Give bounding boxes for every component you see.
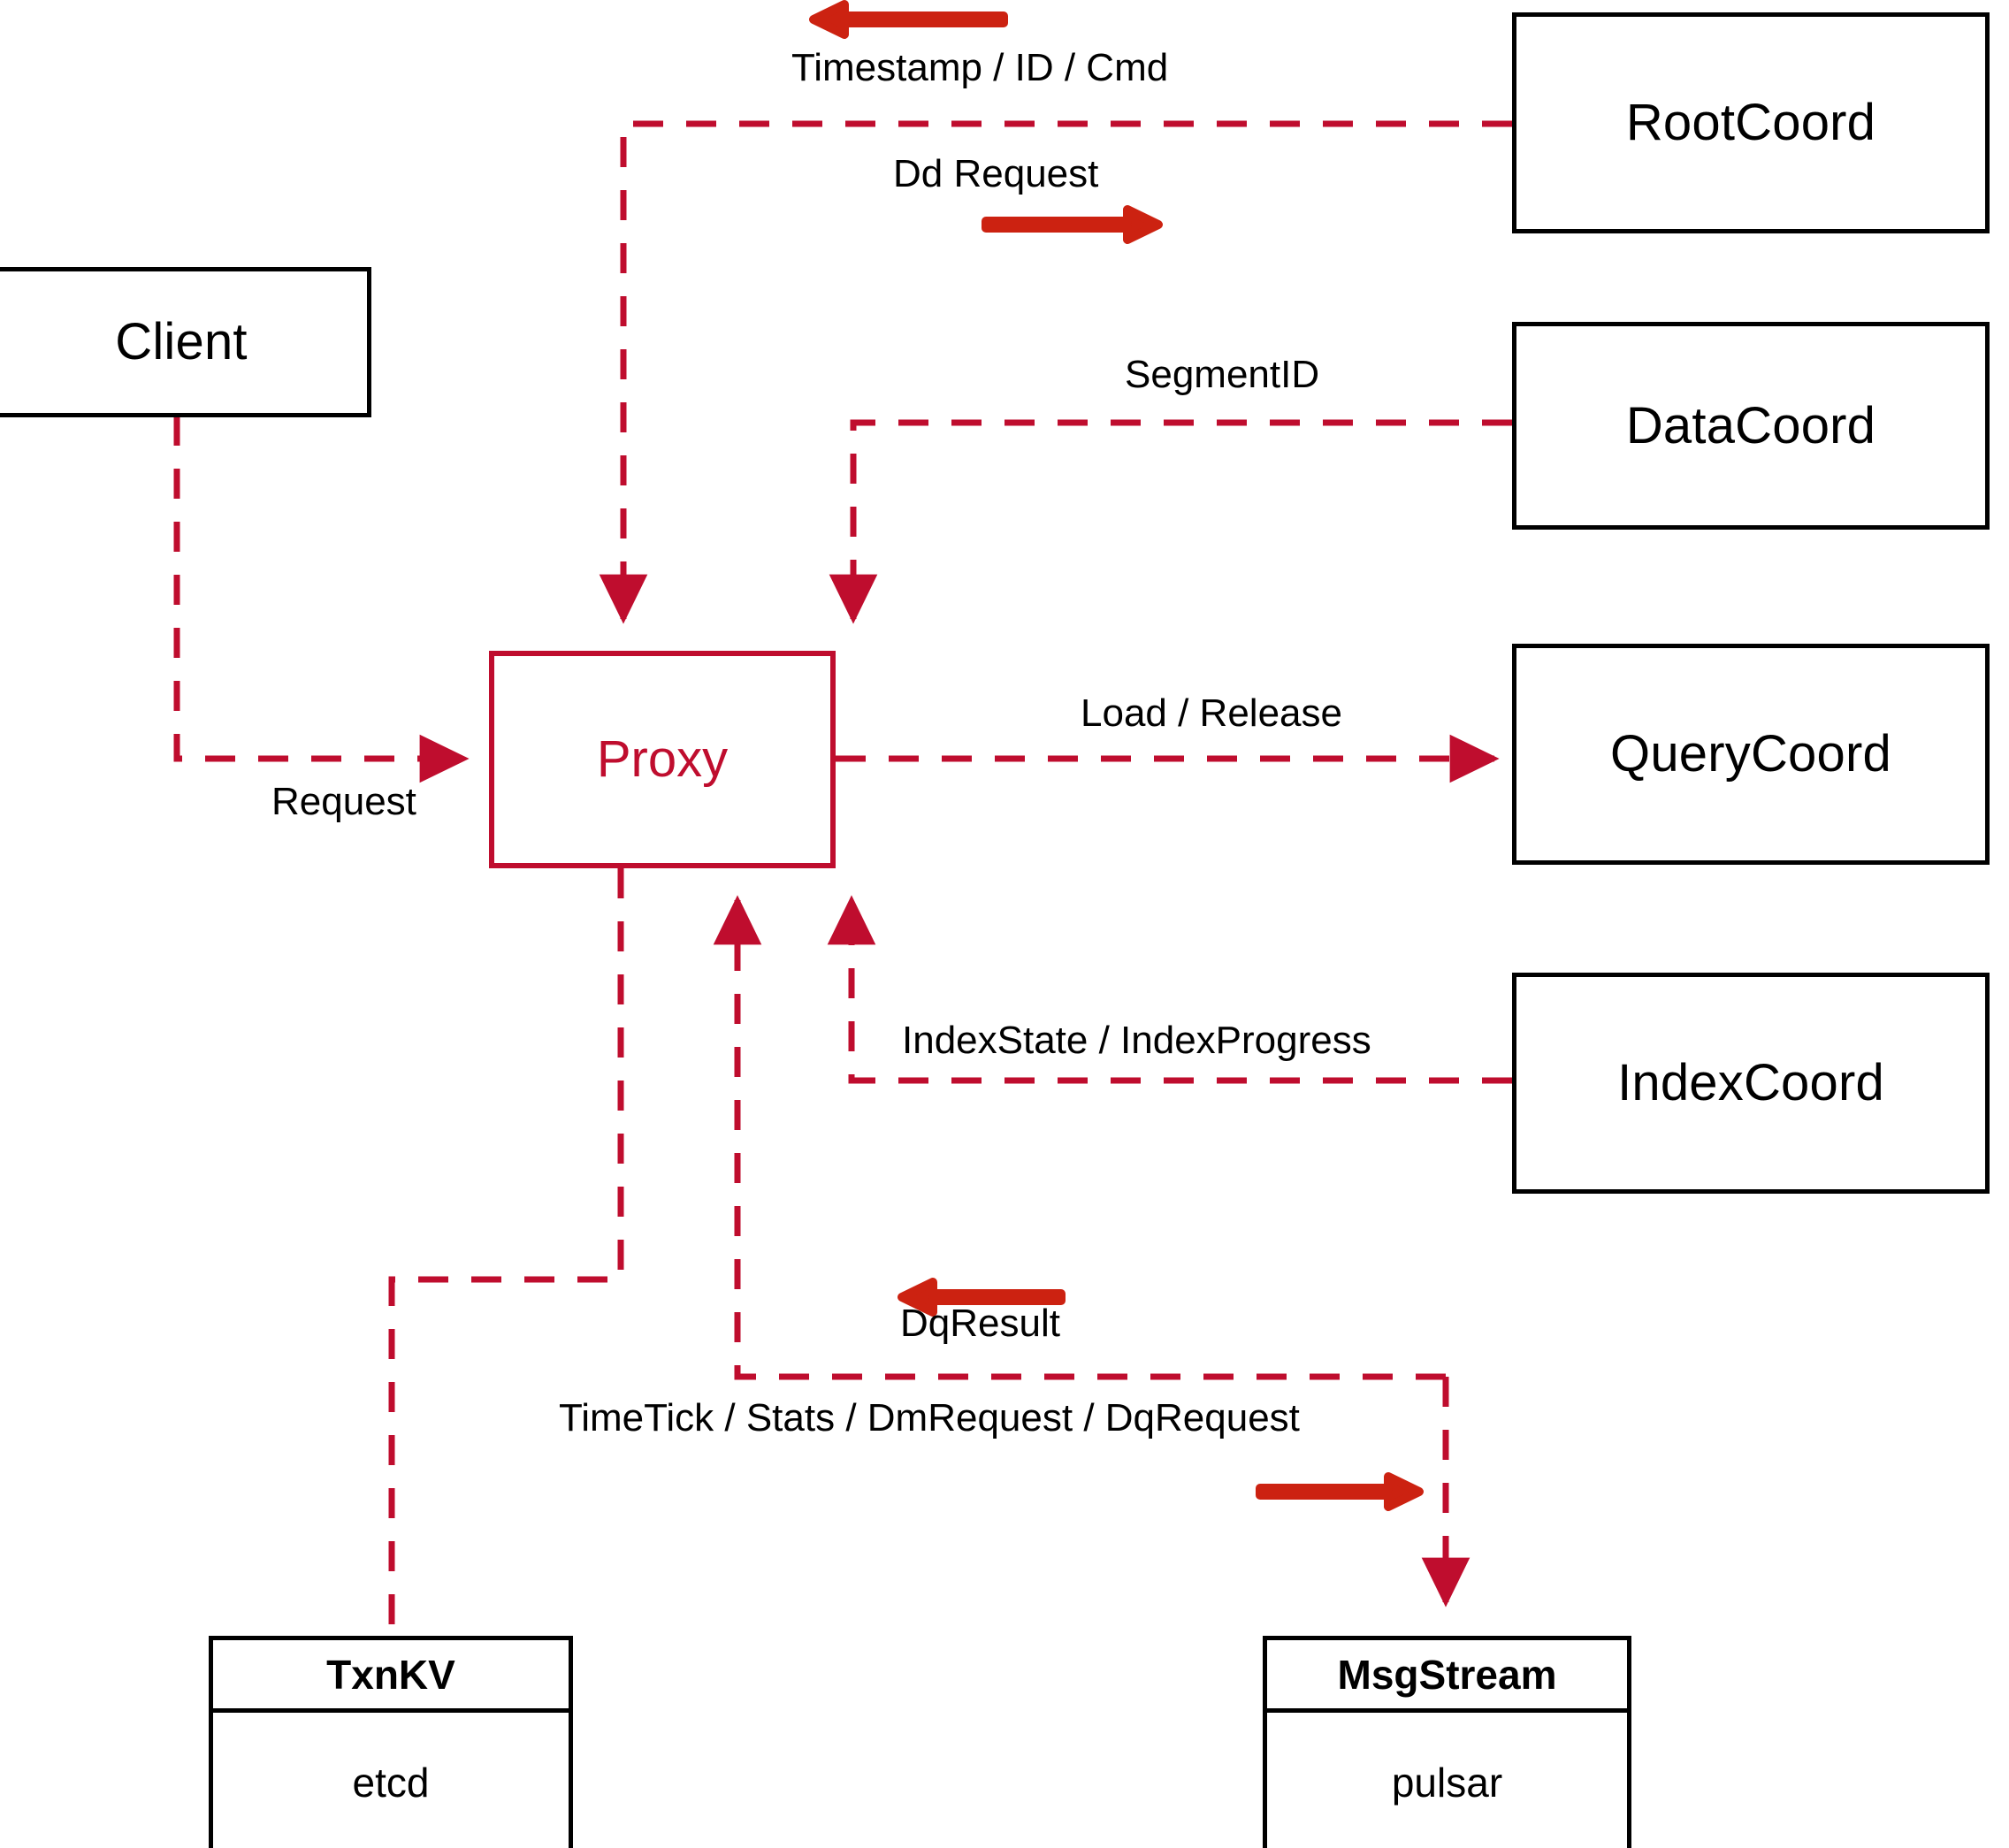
edge-label-dd-request: Dd Request bbox=[893, 152, 1099, 195]
node-data-coord-label: DataCoord bbox=[1625, 396, 1876, 454]
bold-arrow-dq-result-left-icon bbox=[898, 1278, 1066, 1317]
node-txnkv-title: TxnKV bbox=[326, 1651, 455, 1698]
node-data-coord[interactable]: DataCoord bbox=[1512, 322, 1990, 530]
node-proxy-label: Proxy bbox=[596, 730, 729, 788]
node-client-label: Client bbox=[115, 313, 248, 370]
node-txnkv-header: TxnKV bbox=[213, 1640, 569, 1713]
edge-segment-id bbox=[829, 419, 1512, 624]
edge-label-request: Request bbox=[271, 780, 416, 823]
bold-arrow-timestamp-left-icon bbox=[809, 0, 1008, 39]
node-client[interactable]: Client bbox=[0, 267, 371, 417]
node-query-coord-label: QueryCoord bbox=[1610, 725, 1891, 783]
node-root-coord-label: RootCoord bbox=[1625, 94, 1876, 151]
edge-label-index-state: IndexState / IndexProgress bbox=[902, 1019, 1371, 1062]
node-index-coord-label: IndexCoord bbox=[1617, 1054, 1884, 1111]
edge-proxy-txnkv bbox=[388, 868, 624, 1636]
edge-label-segment-id: SegmentID bbox=[1125, 353, 1320, 396]
edge-label-load-release: Load / Release bbox=[1081, 691, 1342, 735]
node-msgstream-header: MsgStream bbox=[1267, 1640, 1627, 1713]
node-msgstream-title: MsgStream bbox=[1337, 1651, 1557, 1698]
node-txnkv-body: etcd bbox=[213, 1713, 569, 1848]
edge-dq-result bbox=[713, 895, 1446, 1380]
node-txnkv[interactable]: TxnKV etcd bbox=[209, 1636, 573, 1848]
edge-label-dq-result: DqResult bbox=[900, 1302, 1060, 1345]
node-proxy[interactable]: Proxy bbox=[489, 651, 836, 868]
node-index-coord[interactable]: IndexCoord bbox=[1512, 973, 1990, 1194]
node-root-coord[interactable]: RootCoord bbox=[1512, 12, 1990, 233]
node-query-coord[interactable]: QueryCoord bbox=[1512, 644, 1990, 865]
bold-arrow-dd-request-right-icon bbox=[982, 205, 1163, 244]
node-msgstream[interactable]: MsgStream pulsar bbox=[1263, 1636, 1631, 1848]
edge-request bbox=[173, 416, 470, 783]
edge-index-state bbox=[827, 895, 1512, 1084]
node-msgstream-impl: pulsar bbox=[1391, 1760, 1503, 1806]
node-msgstream-body: pulsar bbox=[1267, 1713, 1627, 1848]
edge-label-timestamp-id-cmd: Timestamp / ID / Cmd bbox=[791, 46, 1169, 89]
edge-timestamp-id-cmd bbox=[599, 120, 1512, 624]
node-txnkv-impl: etcd bbox=[352, 1760, 430, 1806]
bold-arrow-timetick-right-icon bbox=[1256, 1472, 1424, 1511]
edge-label-timetick-stats: TimeTick / Stats / DmRequest / DqRequest bbox=[559, 1396, 1300, 1439]
